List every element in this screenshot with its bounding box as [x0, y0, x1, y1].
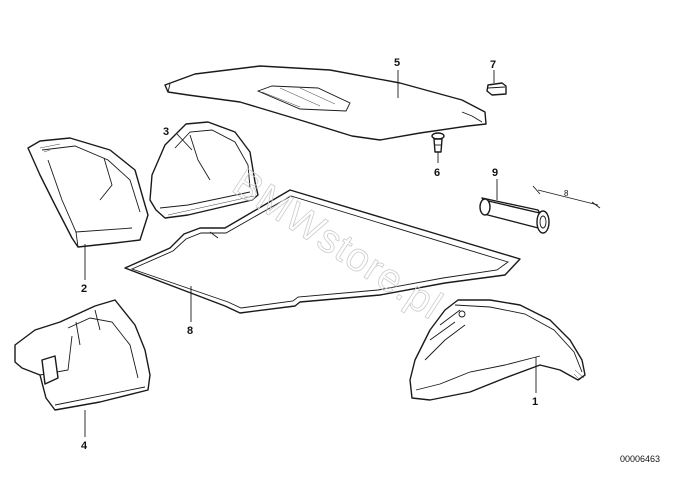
leader-3	[176, 133, 193, 151]
part-label-4[interactable]: 4	[81, 440, 88, 452]
part-4-wheel-arch-lower[interactable]	[14, 299, 151, 411]
part-label-6[interactable]: 6	[434, 167, 440, 179]
part-8-floor-mat[interactable]	[124, 189, 521, 314]
part-5-parcel-shelf[interactable]	[164, 65, 487, 141]
part-label-8[interactable]: 8	[187, 325, 193, 337]
part-1-wheel-housing-trim-right[interactable]	[409, 299, 586, 401]
dimension-label: 8	[564, 189, 569, 198]
part-label-9[interactable]: 9	[492, 167, 498, 179]
dimension-indicator: 8	[532, 185, 601, 209]
part-3-wheel-arch-cover[interactable]	[149, 121, 259, 219]
part-label-2[interactable]: 2	[81, 283, 87, 295]
part-2-wheel-housing-trim-left[interactable]	[27, 137, 149, 248]
part-9-insulation-roll[interactable]	[479, 197, 550, 234]
part-7-clip[interactable]	[486, 82, 507, 96]
part-labels: 5 7 6 9 3 2 8 4 1	[81, 57, 538, 452]
part-label-5[interactable]: 5	[394, 57, 400, 69]
part-label-3[interactable]: 3	[163, 126, 169, 138]
part-label-1[interactable]: 1	[532, 396, 538, 408]
part-label-7[interactable]: 7	[490, 59, 496, 71]
part-6-rivet[interactable]	[431, 132, 445, 153]
leader-lines	[84, 70, 537, 437]
diagram-reference-number: 00006463	[620, 454, 660, 464]
